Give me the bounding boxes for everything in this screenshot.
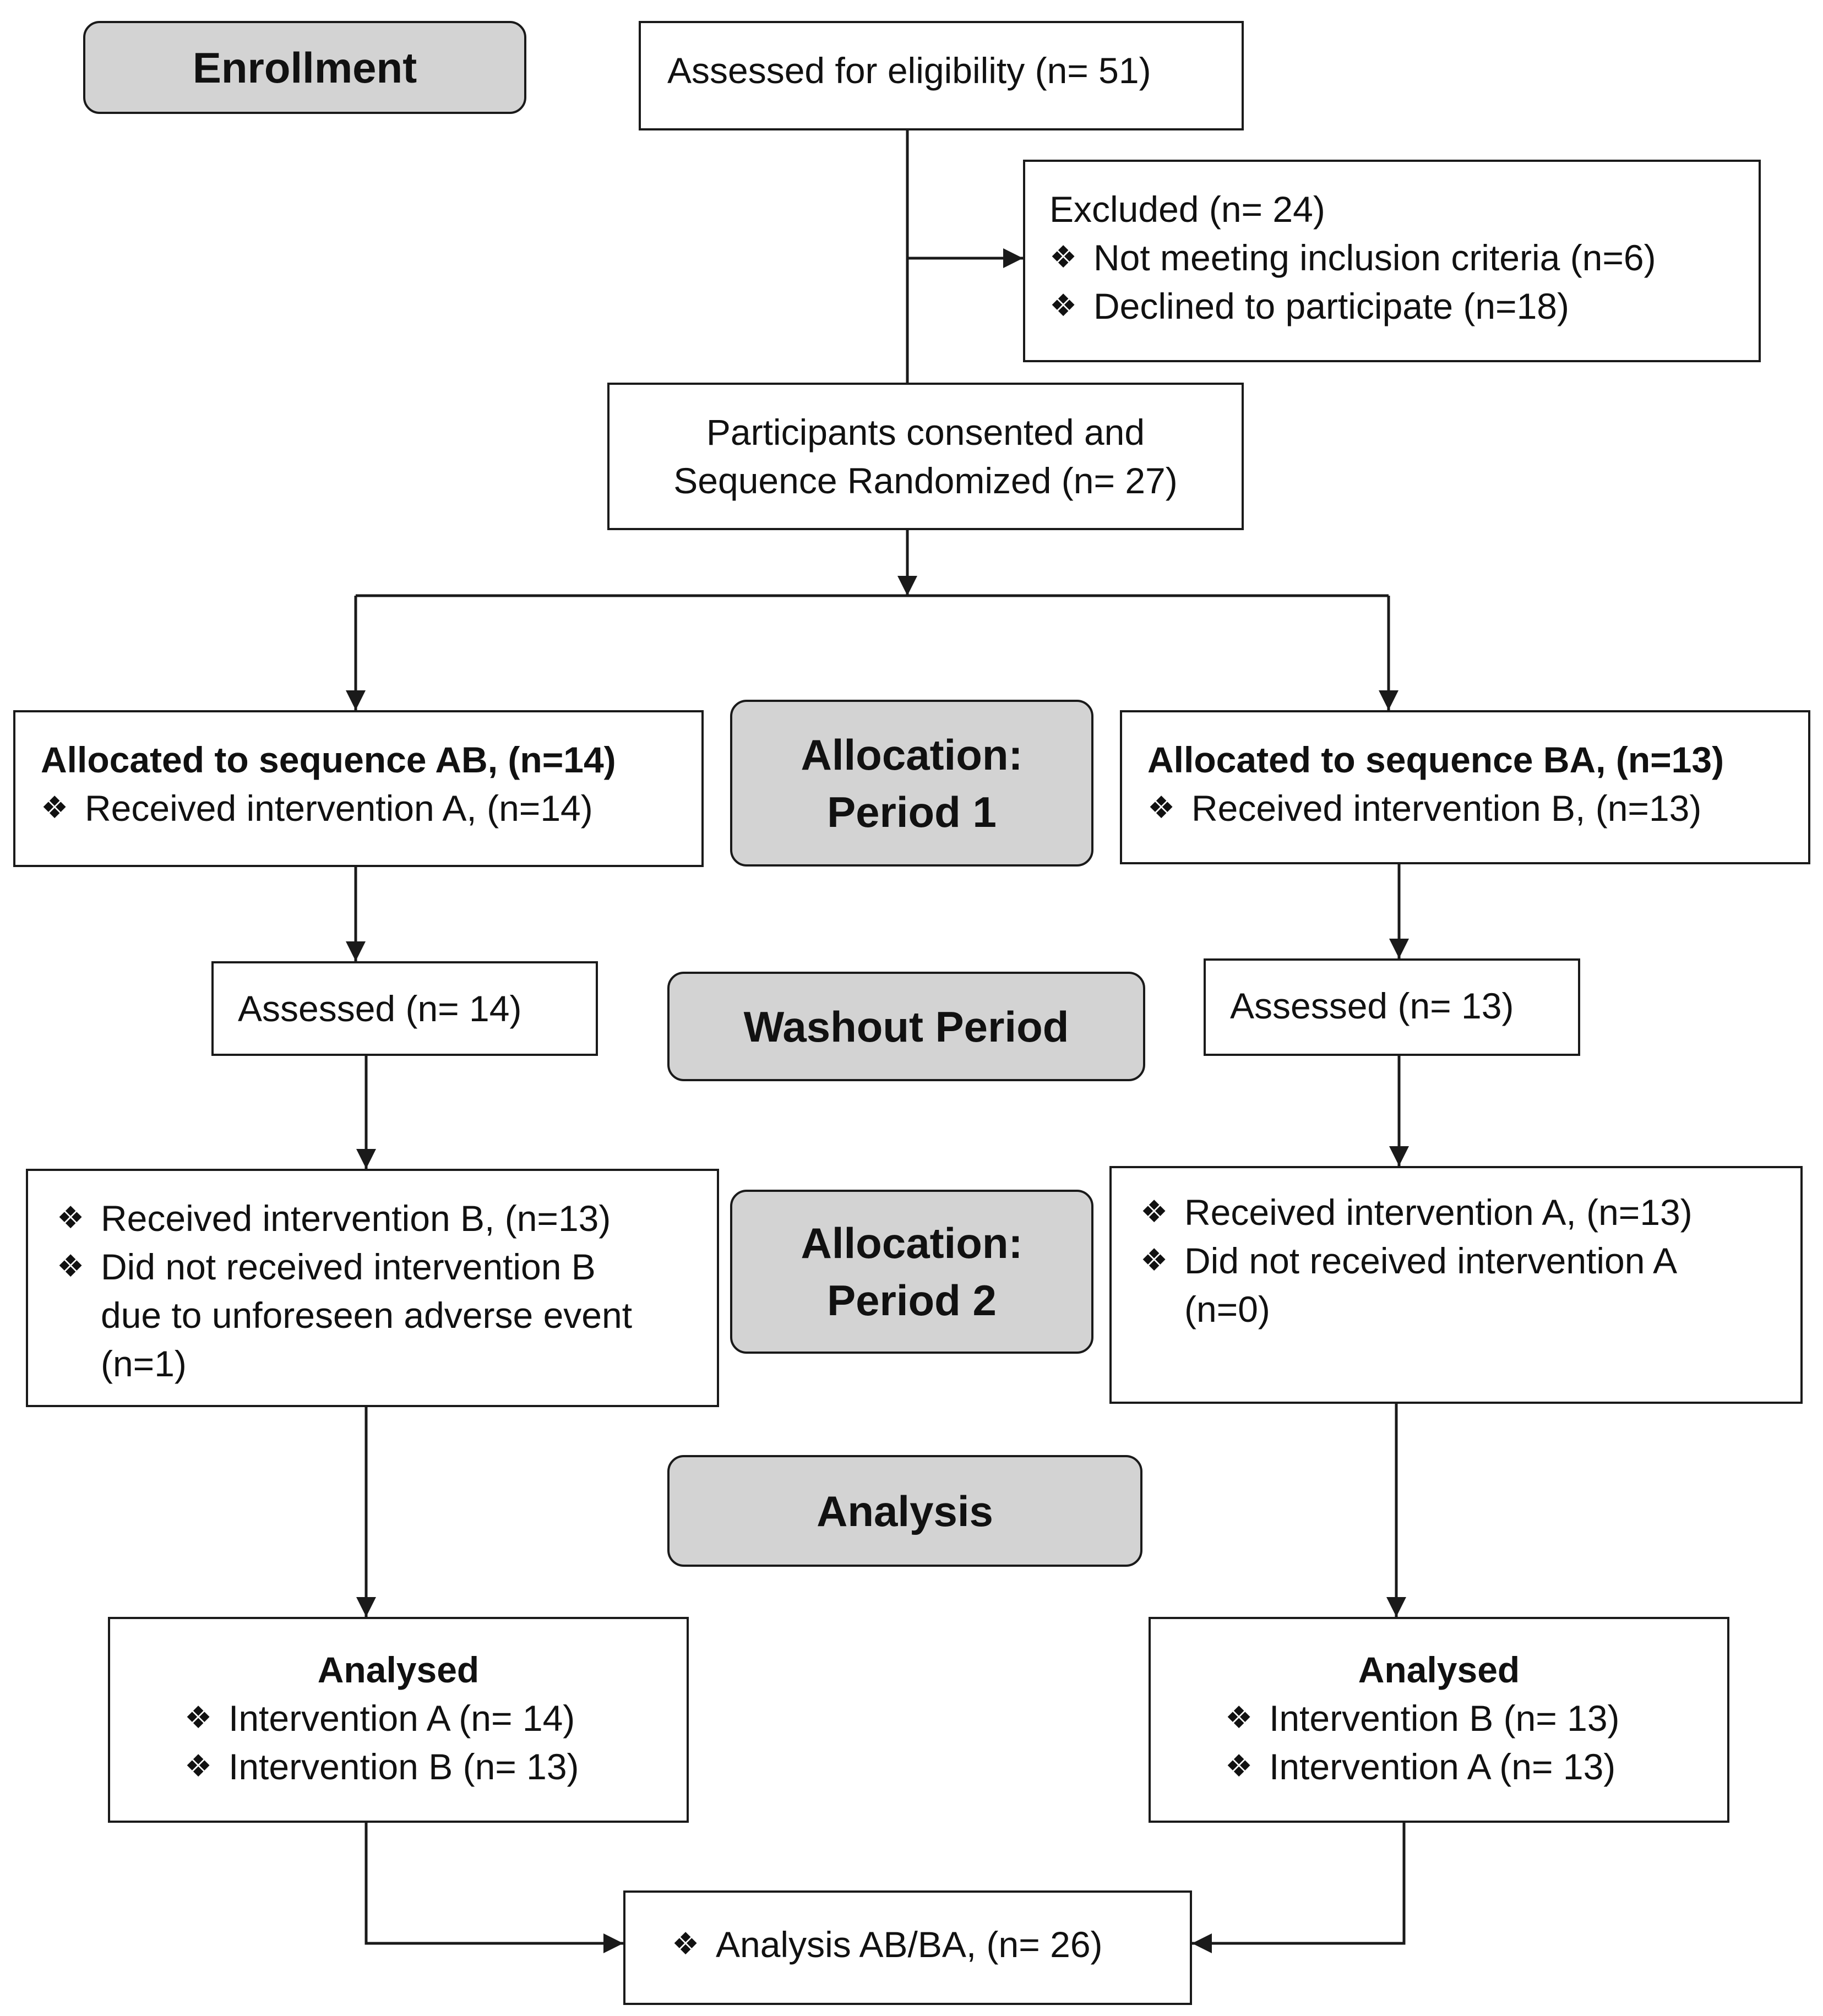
stage-allocation-period-2: Allocation: Period 2 (730, 1190, 1093, 1354)
arrow-analysed-ab-to-final (364, 1823, 623, 1953)
box-period2-ab: Received intervention B, (n=13) Did not … (26, 1169, 719, 1407)
box-excluded: Excluded (n= 24) Not meeting inclusion c… (1023, 160, 1761, 362)
box-analysed-ba: Analysed Intervention B (n= 13) Interven… (1149, 1617, 1729, 1823)
assessed-ab-text: Assessed (n= 14) (238, 988, 522, 1029)
stage-analysis-label: Analysis (817, 1486, 993, 1535)
sequence-ba-item: Received intervention B, (n=13) (1147, 784, 1808, 832)
stage-allocation-2-line-2: Period 2 (827, 1276, 997, 1325)
box-sequence-ab: Allocated to sequence AB, (n=14) Receive… (13, 710, 704, 867)
period2-ba-item: Did not received intervention A (n=0) (1140, 1236, 1800, 1333)
randomized-line-1: Participants consented and (706, 412, 1145, 453)
arrow-analysed-ba-to-final (1192, 1823, 1406, 1953)
box-period2-ba: Received intervention A, (n=13) Did not … (1109, 1166, 1803, 1404)
final-analysis-item: Analysis AB/BA, (n= 26) (672, 1920, 1190, 1969)
box-sequence-ba: Allocated to sequence BA, (n=13) Receive… (1120, 710, 1810, 864)
stage-enrollment-label: Enrollment (192, 43, 417, 92)
box-analysed-ab: Analysed Intervention A (n= 14) Interven… (108, 1617, 689, 1823)
analysed-ab-title: Analysed (317, 1649, 480, 1690)
analysed-ba-item: Intervention B (n= 13) (1225, 1694, 1727, 1742)
stage-washout-label: Washout Period (743, 1002, 1069, 1051)
analysed-ab-item: Intervention B (n= 13) (184, 1742, 687, 1791)
stage-allocation-period-1: Allocation: Period 1 (730, 700, 1093, 867)
box-assessed-ba: Assessed (n= 13) (1204, 958, 1580, 1056)
period2-ab-item: Did not received intervention B due to u… (57, 1243, 717, 1388)
box-final-analysis: Analysis AB/BA, (n= 26) (623, 1890, 1192, 2005)
sequence-ab-item: Received intervention A, (n=14) (41, 784, 701, 832)
box-randomized: Participants consented and Sequence Rand… (607, 383, 1244, 530)
stage-analysis: Analysis (667, 1455, 1142, 1567)
analysed-ab-item: Intervention A (n= 14) (184, 1694, 687, 1742)
sequence-ba-title: Allocated to sequence BA, (n=13) (1147, 739, 1724, 780)
sequence-ab-title: Allocated to sequence AB, (n=14) (41, 739, 616, 780)
excluded-item: Declined to participate (n=18) (1049, 282, 1759, 330)
analysed-ba-title: Analysed (1358, 1649, 1520, 1690)
box-assessed-ab: Assessed (n= 14) (211, 961, 598, 1056)
box-assessed-eligibility: Assessed for eligibility (n= 51) (639, 21, 1244, 130)
assessed-ba-text: Assessed (n= 13) (1230, 985, 1514, 1026)
assessed-eligibility-text: Assessed for eligibility (n= 51) (667, 50, 1151, 91)
stage-allocation-1-line-1: Allocation: (801, 730, 1023, 779)
stage-enrollment: Enrollment (83, 21, 526, 114)
period2-ab-item: Received intervention B, (n=13) (57, 1194, 717, 1243)
excluded-item: Not meeting inclusion criteria (n=6) (1049, 233, 1759, 282)
period2-ba-item: Received intervention A, (n=13) (1140, 1188, 1800, 1236)
analysed-ba-item: Intervention A (n= 13) (1225, 1742, 1727, 1791)
stage-allocation-1-line-2: Period 1 (827, 787, 997, 836)
excluded-title: Excluded (n= 24) (1049, 189, 1325, 230)
stage-allocation-2-line-1: Allocation: (801, 1219, 1023, 1267)
stage-washout-period: Washout Period (667, 972, 1145, 1081)
randomized-line-2: Sequence Randomized (n= 27) (673, 460, 1178, 501)
